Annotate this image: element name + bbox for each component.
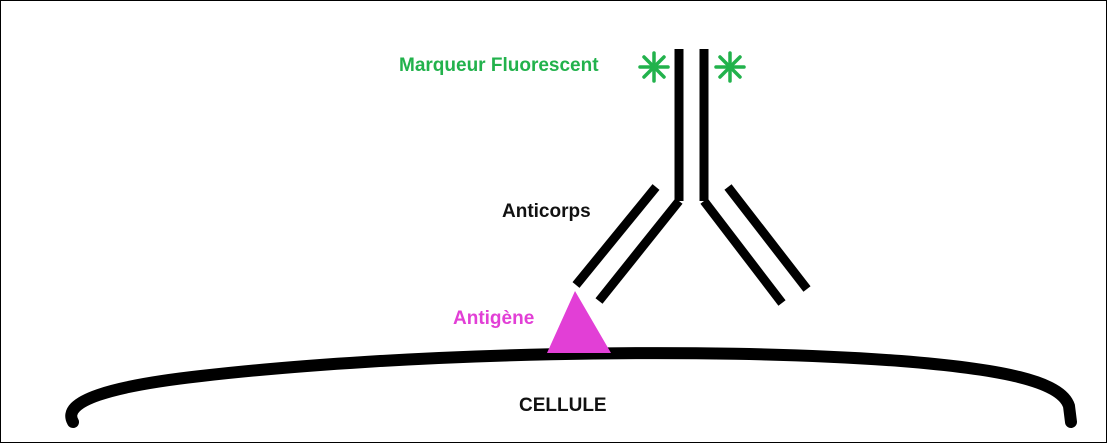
fluorescent-marker-label: Marqueur Fluorescent bbox=[399, 55, 599, 77]
cell-label: CELLULE bbox=[519, 395, 607, 417]
antibody-right-arm-inner bbox=[704, 201, 782, 303]
antibody-right-arm-outer bbox=[728, 187, 807, 289]
fluorescent-marker-icon bbox=[716, 53, 744, 81]
antibody-left-arm-inner bbox=[599, 201, 679, 301]
antibody-label: Anticorps bbox=[502, 201, 591, 223]
antigen-label: Antigène bbox=[453, 308, 534, 330]
fluorescent-marker-icon bbox=[640, 53, 668, 81]
